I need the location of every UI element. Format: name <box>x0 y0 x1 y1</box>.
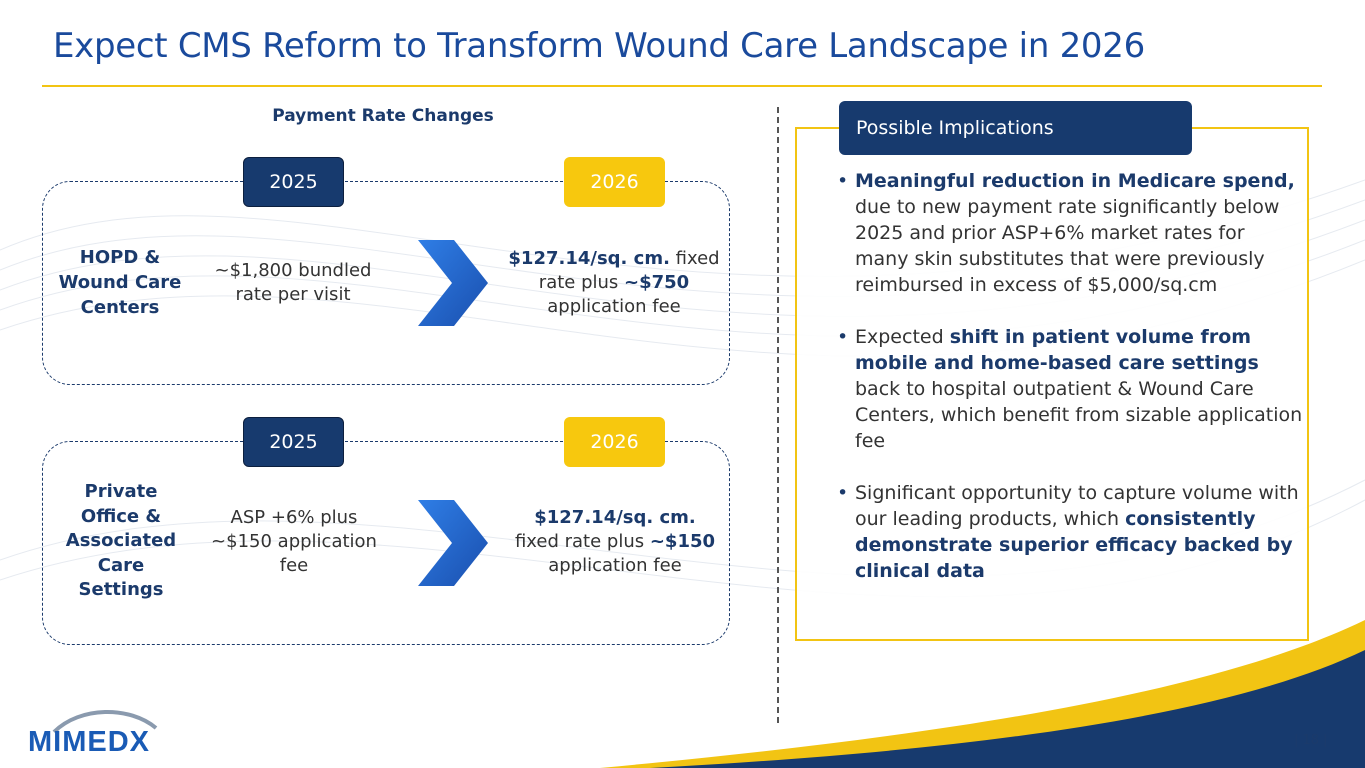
bullet-emphasis: shift in patient volume from mobile and … <box>855 326 1259 374</box>
rate-2026: $127.14/sq. cm. fixed rate plus ~$150 ap… <box>502 506 728 578</box>
title-underline <box>42 85 1322 87</box>
rate-text: fixed <box>669 248 720 269</box>
year-badge-2026: 2026 <box>564 417 665 467</box>
bullet-emphasis: Meaningful reduction in Medicare spend, <box>855 170 1295 192</box>
setting-line: Settings <box>78 579 164 600</box>
rate-2025: ~$1,800 bundled rate per visit <box>200 259 386 307</box>
setting-line: Office & <box>80 505 162 527</box>
year-badge-2025: 2025 <box>243 417 344 467</box>
company-logo: MIMEDX <box>28 726 150 758</box>
rate-line: application fee <box>547 296 681 317</box>
page-number: | 18 | <box>1294 733 1328 748</box>
chevron-right-icon <box>418 240 488 326</box>
rate-line: $127.14/sq. cm. fixed <box>500 247 728 271</box>
rate-line: ~$150 application <box>211 531 377 552</box>
setting-line: Care <box>97 554 145 576</box>
chevron-right-icon <box>418 500 488 586</box>
rate-line: application fee <box>548 555 682 576</box>
rate-line: rate plus ~$750 <box>500 271 728 295</box>
setting-line: Centers <box>80 297 160 318</box>
bullet-text: back to hospital outpatient & Wound Care… <box>855 378 1303 452</box>
year-badge-2026: 2026 <box>564 157 665 207</box>
implications-list: Meaningful reduction in Medicare spend, … <box>833 168 1303 610</box>
logo-arc-icon <box>52 710 158 734</box>
bullet-text: due to new payment rate significantly be… <box>855 196 1280 296</box>
rate-text: rate plus <box>538 272 625 293</box>
setting-line: Associated <box>65 530 177 551</box>
rate-amount: $127.14/sq. cm. <box>534 507 696 528</box>
list-item: Significant opportunity to capture volum… <box>833 480 1303 584</box>
rate-line: fee <box>279 555 309 576</box>
rate-2025: ASP +6% plus ~$150 application fee <box>196 506 392 578</box>
rate-line: fixed rate plus ~$150 <box>502 530 728 554</box>
bullet-text: Significant opportunity to capture volum… <box>855 482 1299 530</box>
column-divider <box>777 107 779 723</box>
rate-2026: $127.14/sq. cm. fixed rate plus ~$750 ap… <box>500 247 728 319</box>
rate-panel-private-office <box>42 441 730 645</box>
rate-amount: $127.14/sq. cm. <box>508 248 670 269</box>
section-heading: Payment Rate Changes <box>272 106 494 126</box>
list-item: Meaningful reduction in Medicare spend, … <box>833 168 1303 298</box>
implications-tab: Possible Implications <box>839 101 1192 155</box>
list-item: Expected shift in patient volume from mo… <box>833 324 1303 454</box>
rate-line: ~$1,800 bundled <box>214 260 372 281</box>
rate-panel-hopd <box>42 181 730 385</box>
bullet-emphasis: consistently demonstrate superior effica… <box>855 508 1293 582</box>
rate-line: ASP +6% plus <box>230 507 358 528</box>
slide-title: Expect CMS Reform to Transform Wound Car… <box>53 26 1145 66</box>
year-badge-2025: 2025 <box>243 157 344 207</box>
bullet-text: Expected <box>855 326 950 348</box>
care-setting-label: Private Office & Associated Care Setting… <box>52 480 190 603</box>
setting-line: Private <box>84 481 158 502</box>
care-setting-label: HOPD & Wound Care Centers <box>50 245 190 320</box>
application-fee-amount: ~$150 <box>649 531 716 552</box>
rate-line: $127.14/sq. cm. <box>502 506 728 530</box>
setting-line: HOPD & <box>79 247 161 268</box>
setting-line: Wound Care <box>58 272 182 293</box>
rate-line: rate per visit <box>235 284 351 305</box>
rate-text: fixed rate plus <box>514 531 650 552</box>
application-fee-amount: ~$750 <box>624 272 690 293</box>
